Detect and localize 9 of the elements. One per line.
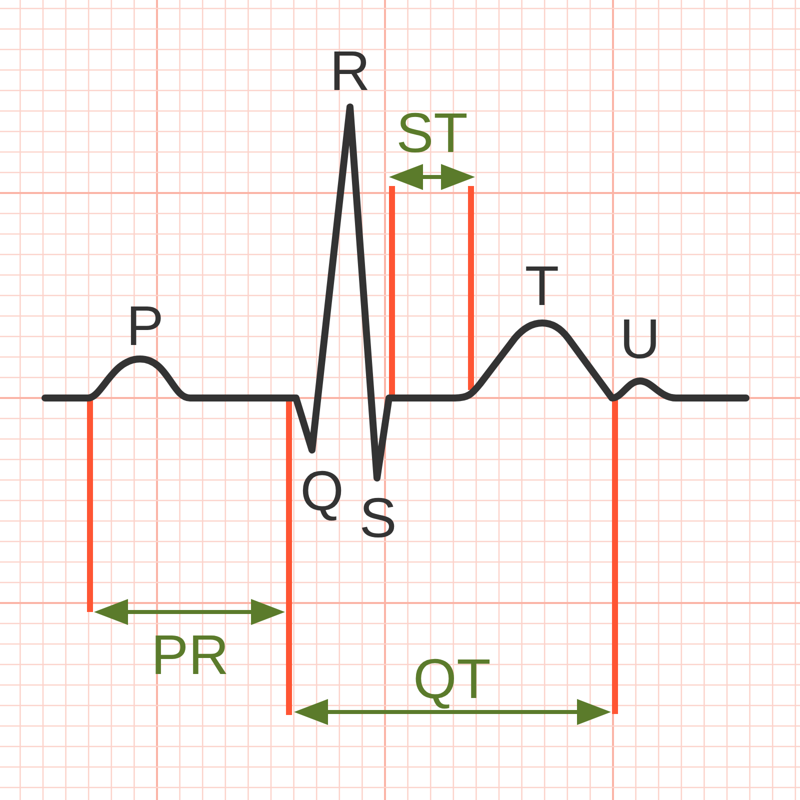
interval-label: QT (413, 650, 491, 707)
interval-label: ST (396, 104, 468, 161)
wave-label: T (524, 258, 560, 314)
wave-label: S (359, 490, 397, 546)
wave-label: Q (300, 462, 344, 519)
wave-label: P (126, 298, 164, 354)
wave-label: U (620, 310, 660, 367)
wave-label: R (330, 42, 370, 99)
interval-label: PR (151, 626, 229, 683)
